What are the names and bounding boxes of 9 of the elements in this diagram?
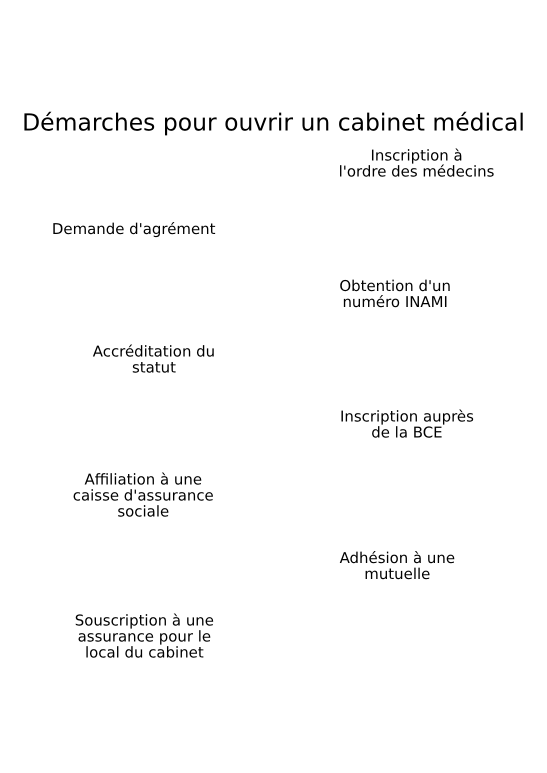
- node-text: Inscription auprès de la BCE: [340, 408, 474, 442]
- node-text: Obtention d'un numéro INAMI: [339, 277, 452, 312]
- node-text: Adhésion à une mutuelle: [340, 548, 456, 583]
- node-text: Inscription à l'ordre des médecins: [338, 146, 494, 180]
- diagram-title: Démarches pour ouvrir un cabinet médical: [22, 108, 525, 136]
- node-text: Souscription à une assurance pour le local du cabinet: [74, 611, 214, 662]
- node-text: Affiliation à une caisse d'assurance sociale: [72, 470, 214, 520]
- node-text: Accréditation du statut: [92, 342, 216, 376]
- node-text: Demande d'agrément: [52, 220, 216, 238]
